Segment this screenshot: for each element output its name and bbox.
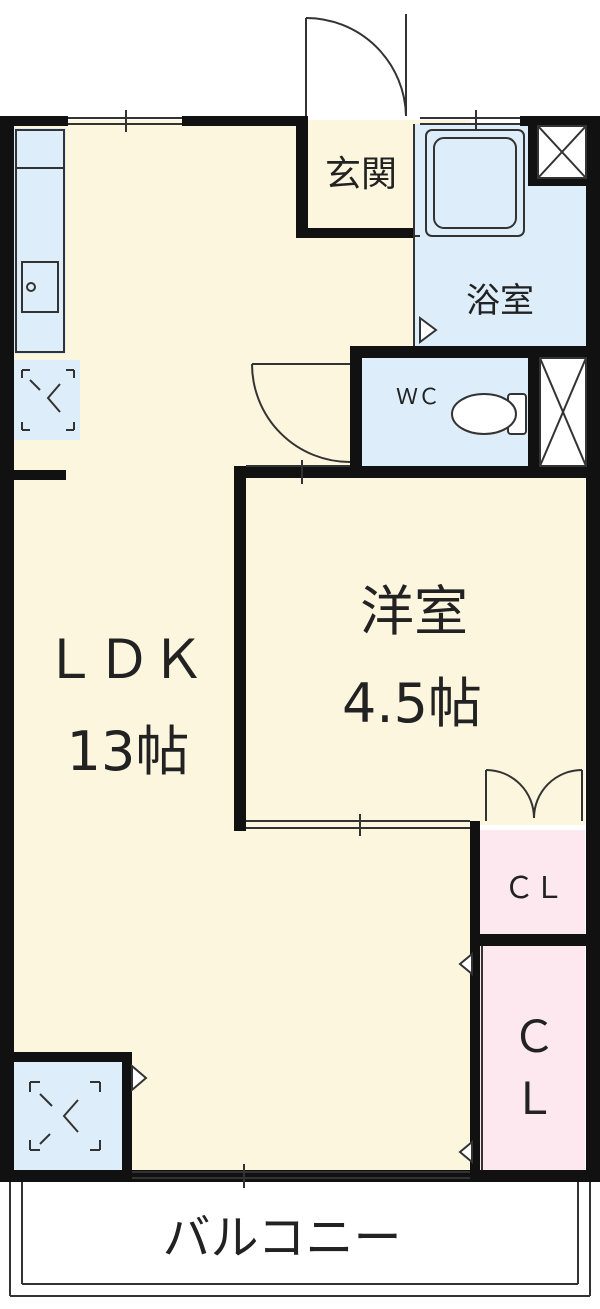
windows (68, 110, 520, 1188)
closet-lower-floor (478, 945, 585, 1171)
ldk-size-label: 13帖 (67, 720, 190, 783)
door-markers (131, 316, 473, 1165)
utility-box-lower (539, 357, 587, 467)
toilet-door (251, 363, 351, 463)
balcony (9, 1182, 591, 1297)
thin-walls (246, 124, 483, 1170)
kitchen-counter (14, 128, 66, 354)
vent-fan-icon-lower (29, 1081, 101, 1151)
bath-label: 浴室 (466, 281, 534, 321)
western-room-name-label: 洋室 (360, 580, 468, 643)
bathtub (425, 129, 525, 237)
western-room-floor (240, 470, 585, 825)
western-room-size-label: 4.5帖 (342, 672, 482, 735)
utility-box-upper (537, 125, 587, 179)
entrance-floor (304, 124, 414, 236)
upper-vent-box (14, 360, 80, 440)
vent-fan-icon-upper (21, 369, 75, 431)
entrance-label: 玄関 (325, 154, 397, 195)
closet-lower-label-line1: Ｃ (512, 1012, 556, 1063)
balcony-label: バルコニー (162, 1210, 401, 1266)
ldk-name-label: ＬＤＫ (43, 628, 205, 691)
closet-lower-label-line2: Ｌ (512, 1074, 556, 1125)
entrance-door (305, 14, 407, 117)
lower-vent-box (14, 1060, 129, 1170)
toilet-label: ＷＣ (396, 385, 440, 410)
closet-upper-floor (474, 830, 585, 938)
closet-upper-label: ＣＬ (504, 871, 564, 906)
toilet-icon (451, 393, 527, 435)
kitchen (15, 129, 65, 353)
closet-doors (485, 769, 583, 821)
